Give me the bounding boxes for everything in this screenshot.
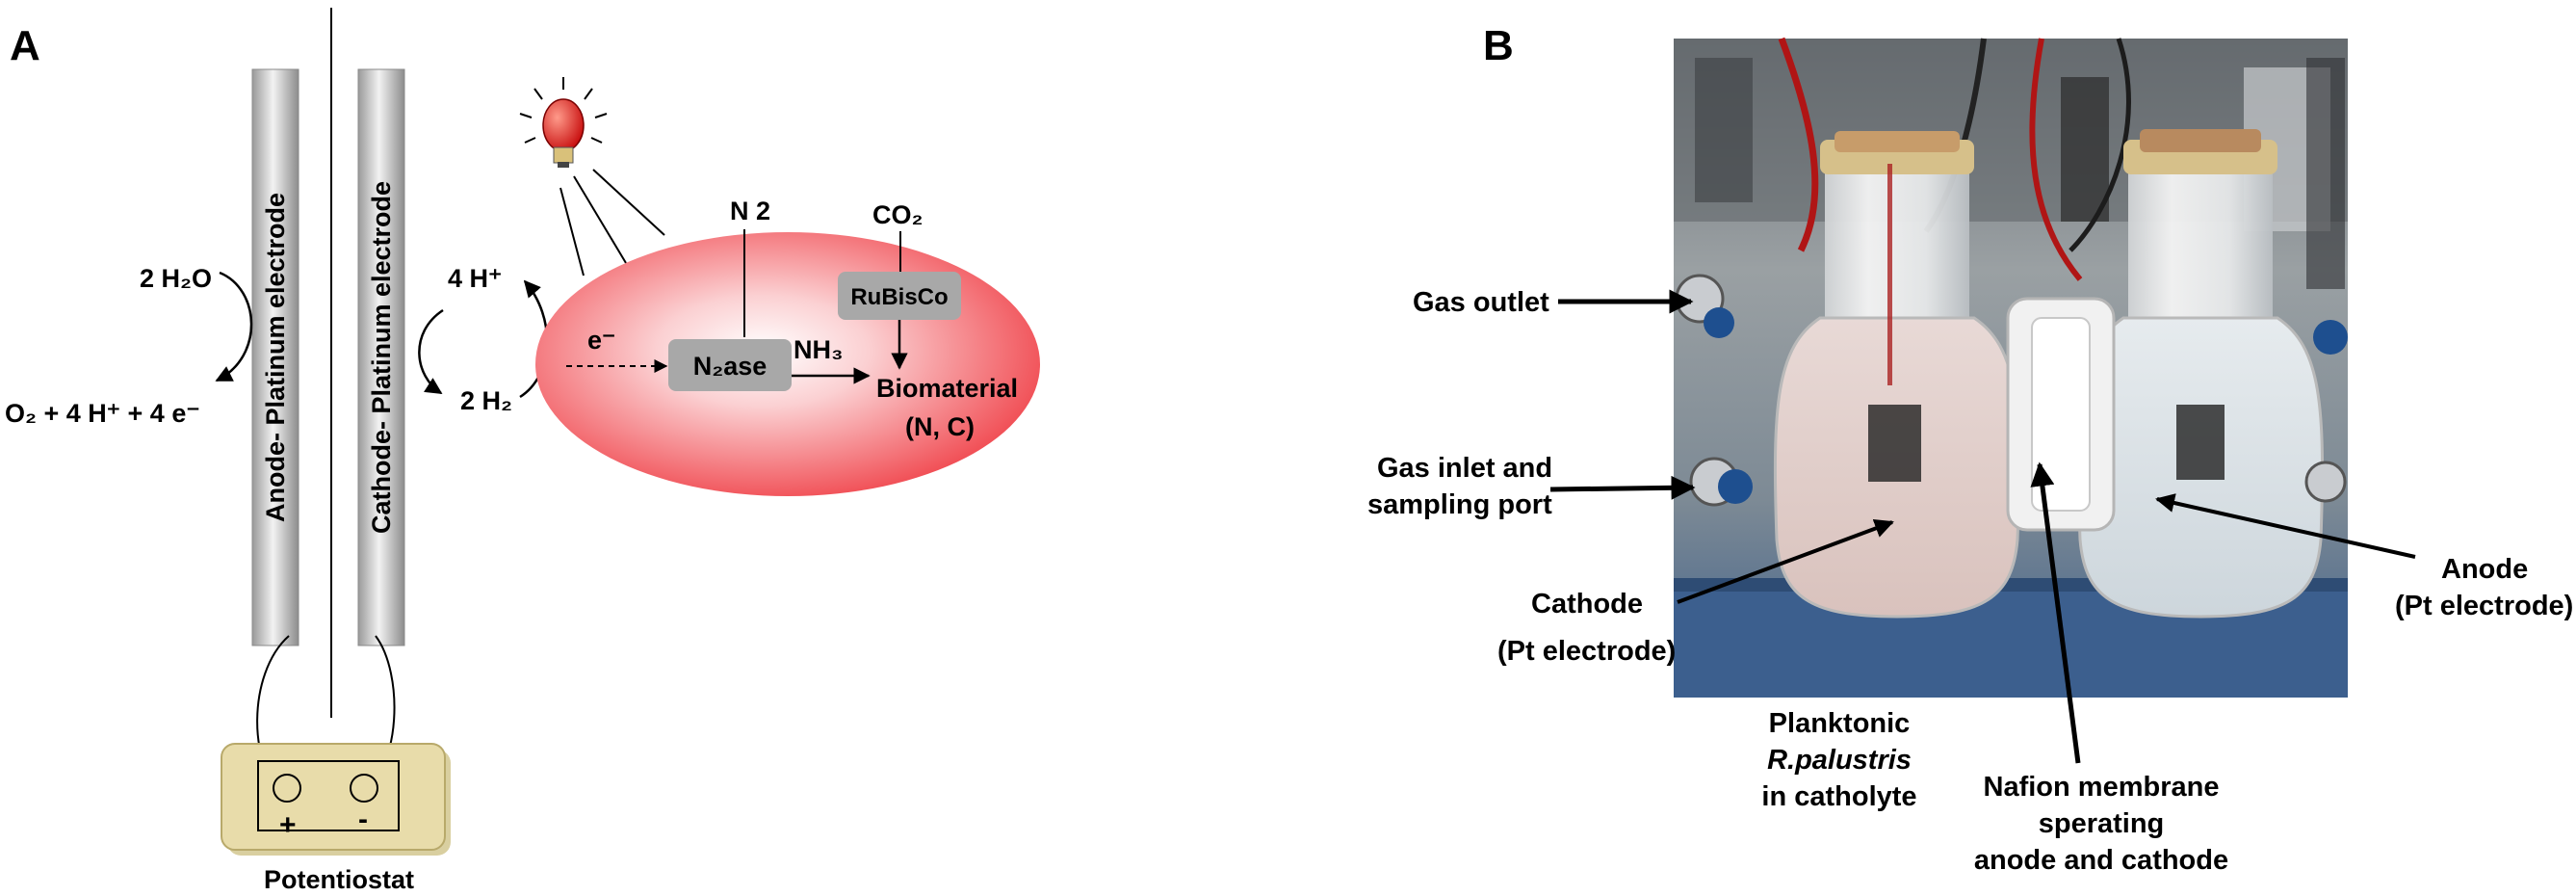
protons-label: 4 H⁺ <box>448 264 502 293</box>
planktonic-label-2: R.palustris <box>1767 745 1912 776</box>
anode-label: Anode- Platinum electrode <box>261 193 290 522</box>
electron-label: e⁻ <box>587 326 615 355</box>
gas-inlet-label-2: sampling port <box>1367 489 1552 520</box>
nafion-label-1: Nafion membrane <box>1984 772 2220 803</box>
nafion-label-3: anode and cathode <box>1974 845 2228 876</box>
biomaterial-sub: (N, C) <box>905 412 975 441</box>
plus-sign: + <box>279 809 297 841</box>
rubisco-label: RuBisCo <box>850 284 948 310</box>
water-label: 2 H₂O <box>140 264 212 293</box>
biomaterial-label: Biomaterial <box>876 374 1018 403</box>
panel-b-label: B <box>1483 22 1514 69</box>
cathode-label: Cathode- Platinum electrode <box>367 181 396 534</box>
potentiostat-panel <box>257 760 400 831</box>
cathode-electrode <box>357 68 405 646</box>
panel-a: A Anode- Platinum electrode Cathode- Pla… <box>5 8 1040 894</box>
planktonic-label-3: in catholyte <box>1761 781 1916 812</box>
hydrogen-label: 2 H₂ <box>460 386 512 415</box>
nitrogenase-label: N₂ase <box>693 352 768 381</box>
potentiostat <box>221 743 446 851</box>
gas-outlet-label: Gas outlet <box>1413 287 1549 318</box>
anode-photo-label-1: Anode <box>2441 554 2528 585</box>
cathode-photo-label-1: Cathode <box>1531 589 1643 619</box>
anode-electrode <box>251 68 299 646</box>
gas-inlet-label-1: Gas inlet and <box>1377 453 1552 484</box>
light-bulb-icon <box>519 77 665 277</box>
nafion-label-2: sperating <box>2039 808 2165 839</box>
rubisco-box <box>838 272 961 320</box>
planktonic-label-1: Planktonic <box>1769 708 1911 739</box>
panel-a-label: A <box>10 22 40 69</box>
reactor-photo <box>1674 37 2348 698</box>
minus-sign: - <box>358 804 368 835</box>
anode-photo-label-2: (Pt electrode) <box>2395 591 2573 621</box>
cathode-photo-label-2: (Pt electrode) <box>1497 636 1676 667</box>
protons-arrow <box>418 308 444 395</box>
nafion-arrow <box>2030 461 2081 764</box>
gas-inlet-arrow <box>1549 475 1696 500</box>
anode-photo-arrow <box>2155 493 2416 559</box>
nh3-label: NH₃ <box>794 335 843 364</box>
negative-terminal-icon <box>350 774 378 803</box>
positive-terminal-icon <box>273 774 301 803</box>
cathode-photo-arrow <box>1677 518 1894 604</box>
n2-label: N 2 <box>730 197 770 225</box>
panel-b: B <box>1367 22 2573 876</box>
potentiostat-label: Potentiostat <box>264 865 414 894</box>
water-arrow <box>215 271 253 382</box>
oxygen-products: O₂ + 4 H⁺ + 4 e⁻ <box>5 399 200 428</box>
co2-label: CO₂ <box>872 200 924 229</box>
nitrogenase-box <box>668 339 792 391</box>
